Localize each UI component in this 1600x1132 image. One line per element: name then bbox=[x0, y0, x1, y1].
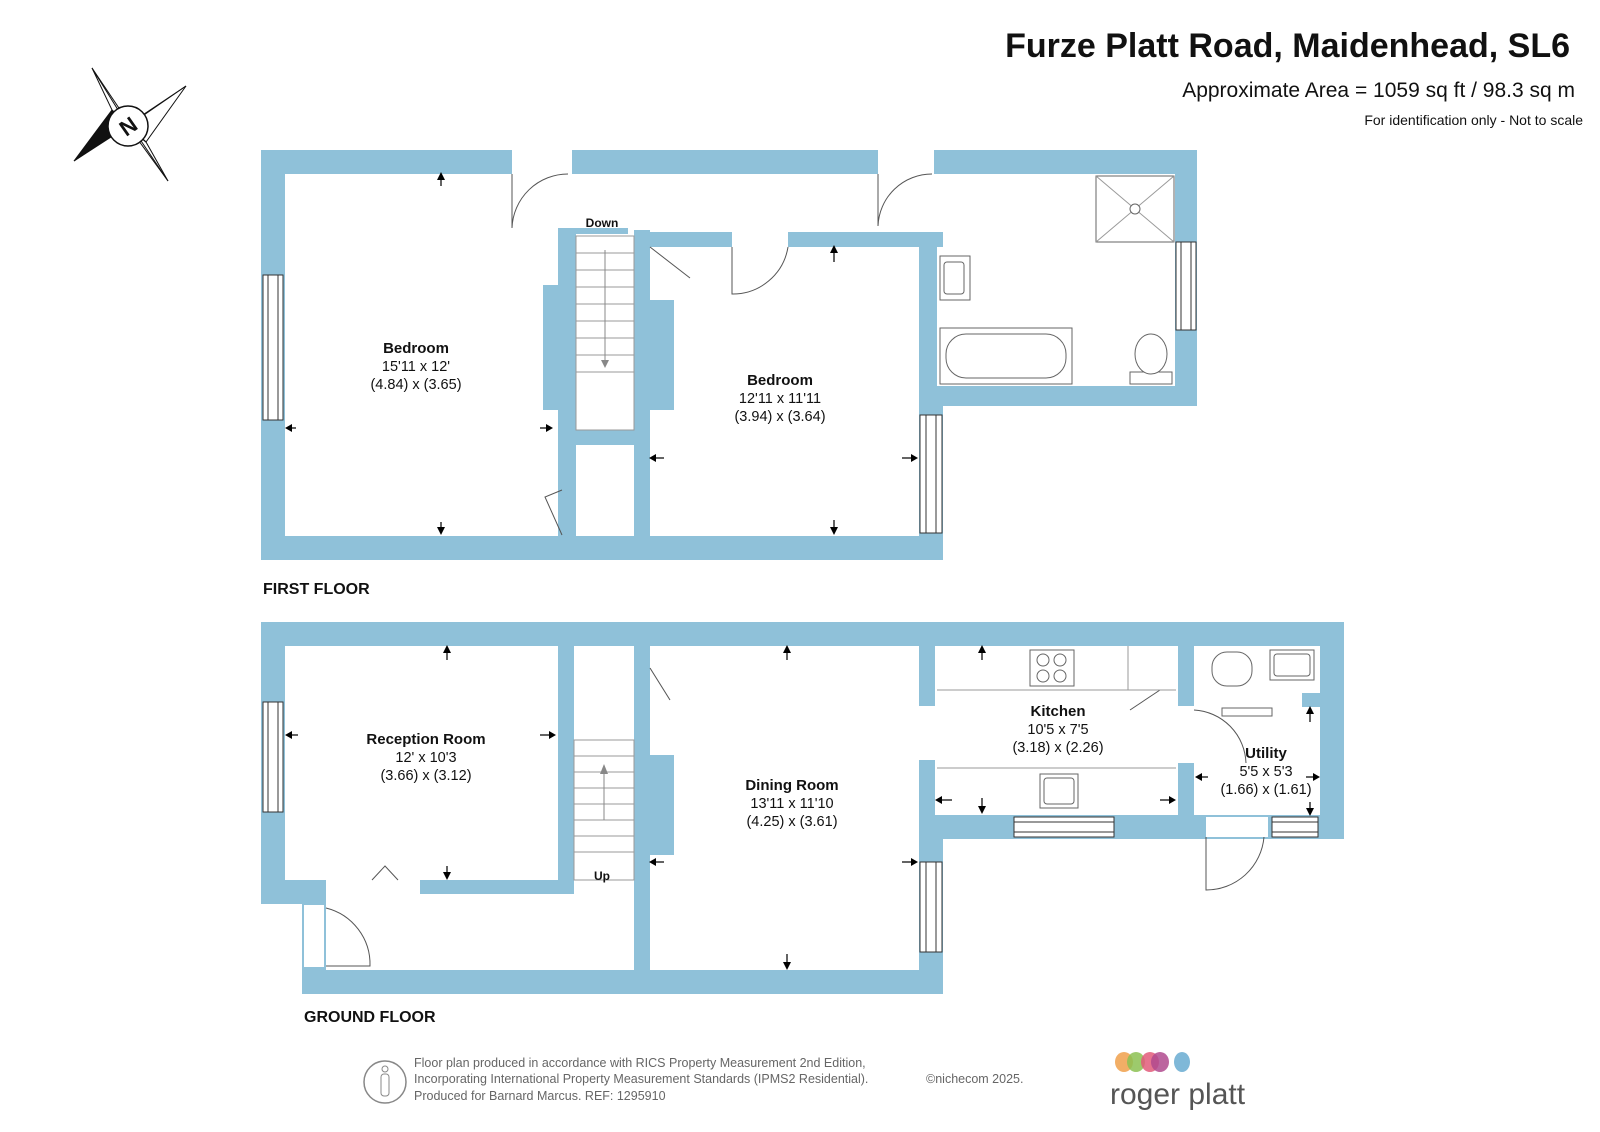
ground-floor-plan: Reception Room 12' x 10'3 (3.66) x (3.12… bbox=[261, 622, 1344, 1026]
kitchen-fixtures bbox=[937, 646, 1315, 809]
person-scale-icon bbox=[363, 1060, 407, 1104]
page-title: Furze Platt Road, Maidenhead, SL6 bbox=[1005, 27, 1570, 65]
first-floor-dimension-arrows bbox=[285, 172, 918, 535]
dining-room-dim-imperial: 13'11 x 11'10 bbox=[750, 796, 833, 812]
roger-platt-logo-text: roger platt bbox=[1110, 1078, 1246, 1111]
approximate-area: Approximate Area = 1059 sq ft / 98.3 sq … bbox=[1182, 79, 1575, 102]
dining-room-label: Dining Room bbox=[745, 777, 838, 794]
identification-note: For identification only - Not to scale bbox=[1364, 112, 1583, 128]
ground-floor-dimension-arrows bbox=[285, 645, 1320, 970]
roger-platt-logo-icon bbox=[1115, 1052, 1190, 1072]
utility-dim-imperial: 5'5 x 5'3 bbox=[1239, 764, 1292, 780]
logo-dot bbox=[1127, 1052, 1145, 1072]
bedroom-1-label: Bedroom bbox=[383, 340, 449, 357]
bedroom-2-dim-metric: (3.94) x (3.64) bbox=[734, 409, 825, 425]
bedroom-1-dim-metric: (4.84) x (3.65) bbox=[370, 377, 461, 393]
utility-dim-metric: (1.66) x (1.61) bbox=[1220, 782, 1311, 798]
reception-room-dim-metric: (3.66) x (3.12) bbox=[380, 768, 471, 784]
compass-icon: N bbox=[73, 67, 187, 182]
footer-copyright: ©nichecom 2025. bbox=[926, 1072, 1023, 1086]
stairs-down bbox=[575, 235, 635, 431]
footer-line-2: Incorporating International Property Mea… bbox=[414, 1072, 868, 1086]
first-floor-label: FIRST FLOOR bbox=[263, 581, 370, 598]
bedroom-2-label: Bedroom bbox=[747, 372, 813, 389]
kitchen-dim-metric: (3.18) x (2.26) bbox=[1012, 740, 1103, 756]
utility-label: Utility bbox=[1245, 745, 1287, 762]
ground-floor-label: GROUND FLOOR bbox=[304, 1009, 436, 1026]
first-floor-plan: Bedroom 15'11 x 12' (4.84) x (3.65) Bedr… bbox=[261, 150, 1197, 598]
kitchen-label: Kitchen bbox=[1030, 703, 1085, 720]
stairs-up bbox=[573, 739, 635, 881]
logo-dot bbox=[1151, 1052, 1169, 1072]
logo-dot bbox=[1174, 1052, 1190, 1072]
kitchen-dim-imperial: 10'5 x 7'5 bbox=[1027, 722, 1088, 738]
bathroom-fixtures bbox=[939, 175, 1175, 385]
footer-line-3: Produced for Barnard Marcus. REF: 129591… bbox=[414, 1089, 666, 1103]
bedroom-2-dim-imperial: 12'11 x 11'11 bbox=[739, 391, 821, 407]
reception-room-dim-imperial: 12' x 10'3 bbox=[395, 750, 456, 766]
bedroom-1-dim-imperial: 15'11 x 12' bbox=[382, 359, 450, 375]
footer: Floor plan produced in accordance with R… bbox=[363, 1052, 1246, 1111]
dining-room-dim-metric: (4.25) x (3.61) bbox=[746, 814, 837, 830]
reception-room-label: Reception Room bbox=[366, 731, 485, 748]
stairs-down-label: Down bbox=[586, 216, 619, 230]
footer-line-1: Floor plan produced in accordance with R… bbox=[414, 1056, 866, 1070]
stairs-up-label: Up bbox=[594, 869, 610, 883]
